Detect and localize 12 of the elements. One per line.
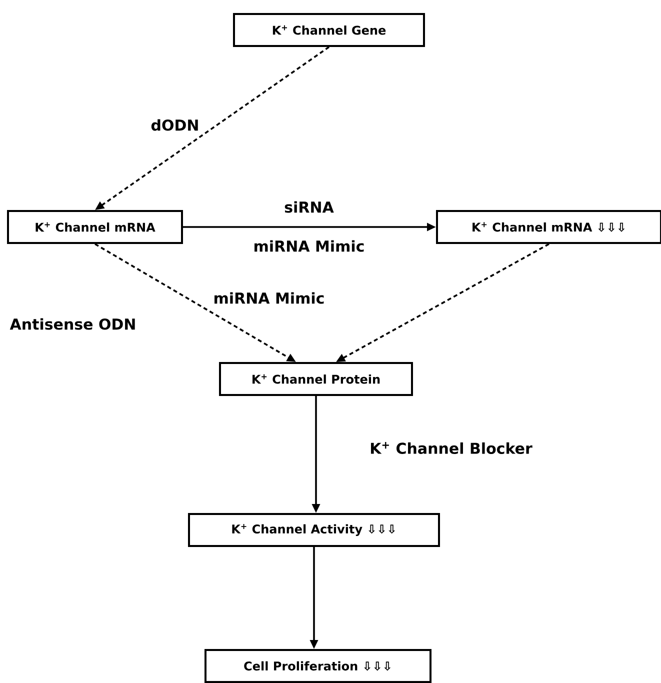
process-box: K$^{+}$ Channel Gene [233, 13, 425, 47]
process-box: K$^{+}$ Channel Protein [219, 362, 413, 396]
process-box: K$^{+}$ Channel mRNA [7, 210, 183, 244]
edge-label: dODN [150, 118, 200, 132]
process-box: K$^{+}$ Channel mRNA ⇩⇩⇩ [436, 210, 661, 244]
edge-label: siRNA [283, 200, 335, 214]
edge-label: Antisense ODN [8, 317, 138, 331]
process-box: K$^{+}$ Channel Activity ⇩⇩⇩ [188, 513, 440, 547]
process-box: Cell Proliferation ⇩⇩⇩ [204, 649, 432, 683]
edge-label: K$^{+}$ Channel Blocker [368, 440, 534, 455]
treatment-label: miRNA Mimic [252, 239, 366, 253]
treatment-label: miRNA Mimic [212, 291, 326, 305]
